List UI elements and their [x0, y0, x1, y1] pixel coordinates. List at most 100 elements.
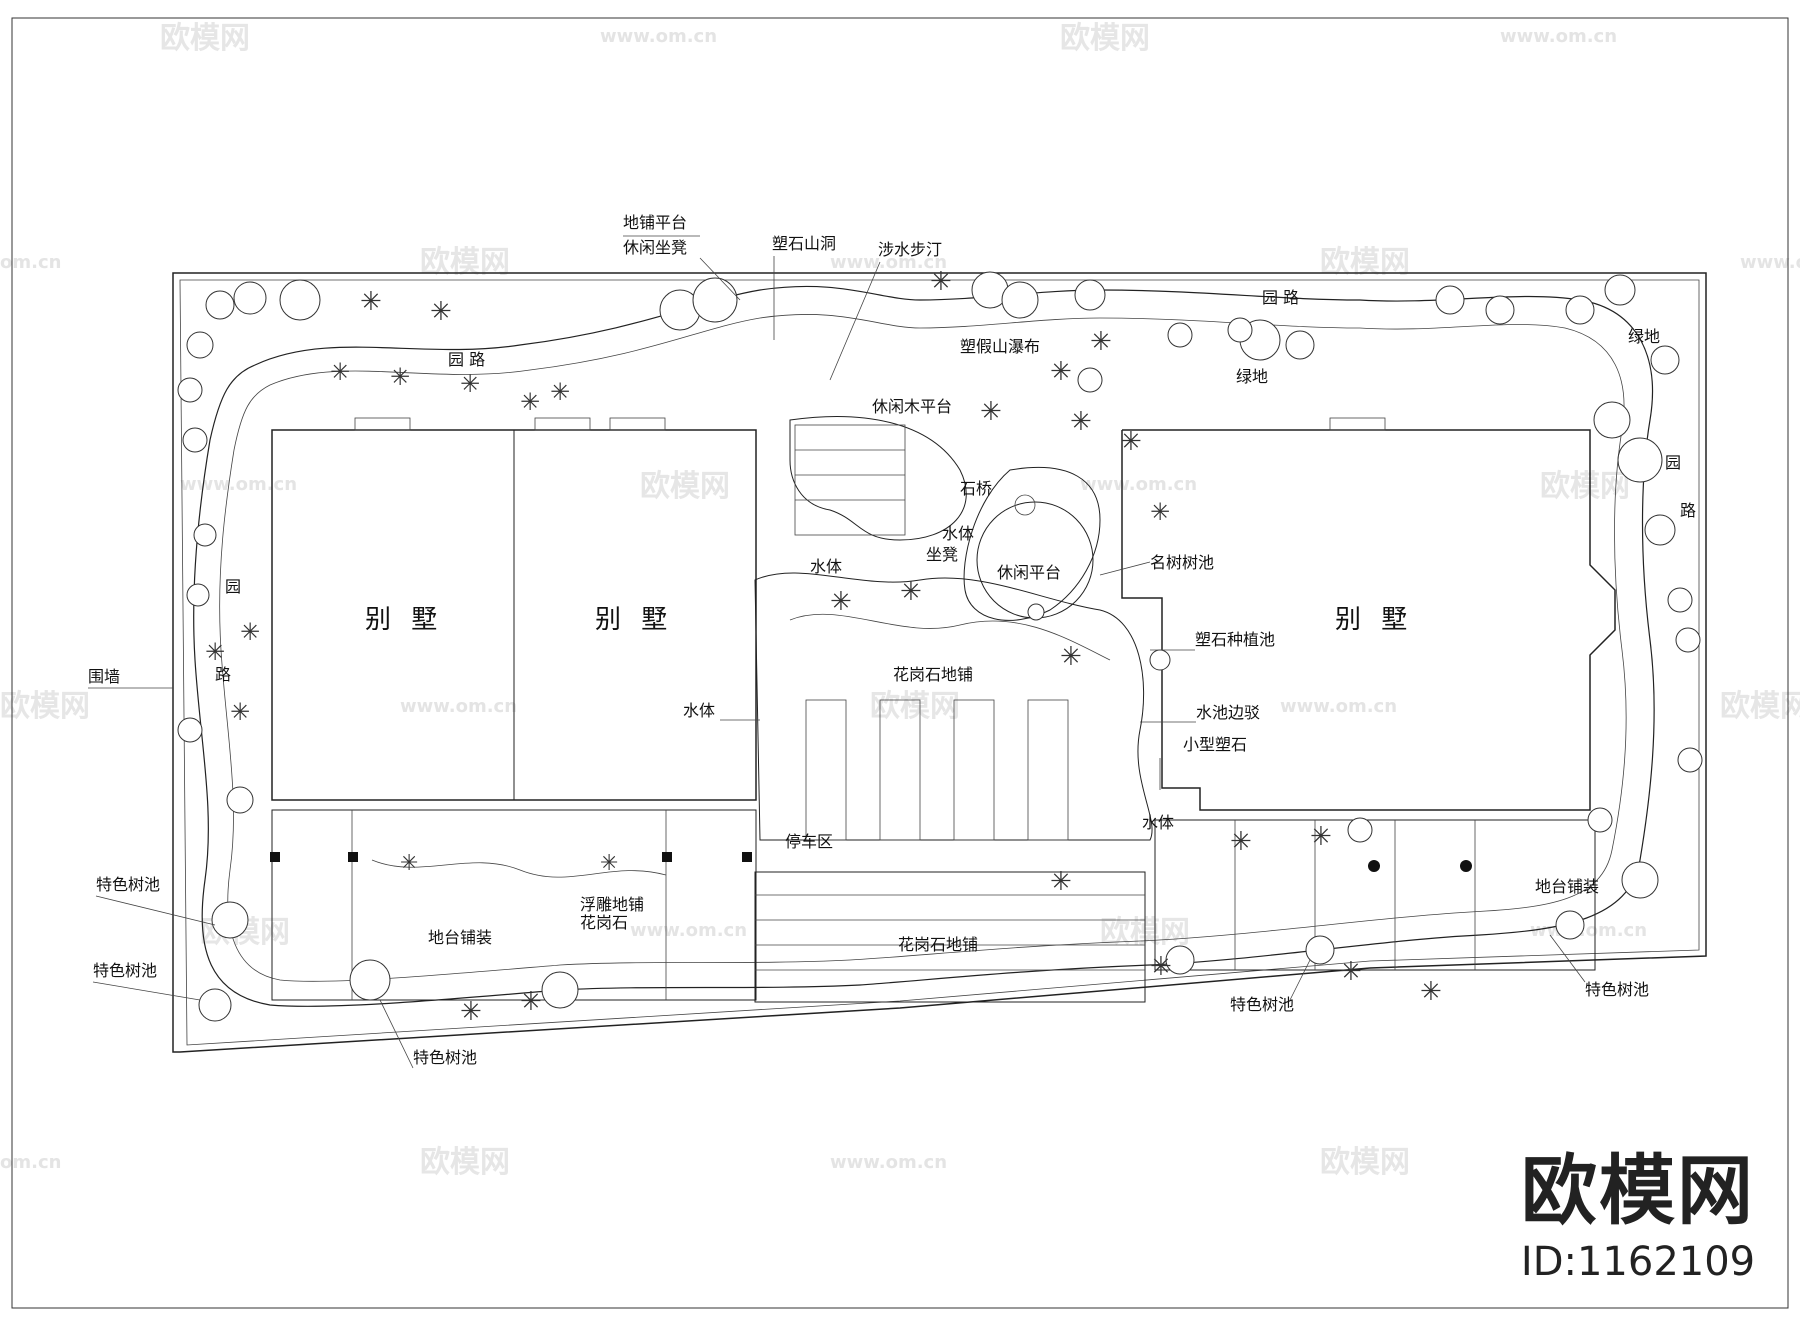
label-garden-path: 路 — [1680, 501, 1696, 520]
tree-icon — [279, 279, 321, 321]
palm-icon: ✳ — [1120, 427, 1142, 457]
tree-icon — [1667, 587, 1693, 613]
label-feature-tree-pool: 特色树池 — [93, 961, 157, 980]
palm-icon: ✳ — [1230, 827, 1252, 857]
watermark-url: www.om.cn — [1740, 252, 1800, 273]
label-water: 水体 — [683, 701, 715, 720]
tree-icon — [1077, 367, 1103, 393]
tree-icon — [1305, 935, 1335, 965]
tree-icon — [186, 583, 210, 607]
label-leisure-platform: 休闲平台 — [997, 563, 1061, 582]
brand-mark: 欧模网 ID:1162109 — [1518, 1148, 1758, 1286]
watermark-brand: 欧模网 — [420, 1145, 510, 1180]
label-relief-paving: 浮雕地铺 — [580, 895, 644, 914]
label-water: 水体 — [1142, 813, 1174, 832]
watermark-brand: 欧模网 — [1320, 245, 1410, 280]
drawing-frame — [11, 17, 1789, 1309]
label-water: 水体 — [810, 557, 842, 576]
palm-icon: ✳ — [1070, 407, 1092, 437]
palm-icon: ✳ — [240, 618, 260, 646]
label-green-land: 绿地 — [1628, 327, 1660, 346]
label-green-land: 绿地 — [1236, 367, 1268, 386]
palm-icon: ✳ — [230, 698, 250, 726]
label-water: 水体 — [942, 524, 974, 543]
watermark-brand: 欧模网 — [640, 469, 730, 504]
watermark-url: www.om.cn — [830, 1152, 947, 1173]
palm-icon: ✳ — [1420, 977, 1442, 1007]
tree-icon — [1165, 945, 1195, 975]
palm-icon: ✳ — [520, 388, 540, 416]
label-small-rock: 小型塑石 — [1183, 735, 1247, 754]
bottom-paving — [270, 809, 1596, 1003]
tree-icon — [177, 377, 203, 403]
column-marker — [270, 852, 280, 862]
tree-icon — [1485, 295, 1515, 325]
tree-icon — [1650, 345, 1680, 375]
enclosure-wall — [172, 272, 1707, 1053]
tree-icon — [1677, 747, 1703, 773]
watermark-url: www.om.cn — [1280, 696, 1397, 717]
tree-icon — [1587, 807, 1613, 833]
watermark-url: www.om.cn — [1500, 26, 1617, 47]
watermark-brand: 欧模网 — [0, 689, 90, 724]
brand-name: 欧模网 — [1521, 1146, 1755, 1235]
tree-icon — [1227, 317, 1253, 343]
label-granite-paving: 花岗石地铺 — [893, 665, 973, 684]
watermark-url: www.om.cn — [1530, 920, 1647, 941]
tree-icon — [1644, 514, 1676, 546]
tree-icon — [198, 988, 232, 1022]
tree-icon — [1347, 817, 1373, 843]
tree-icon — [1285, 330, 1315, 360]
palm-icon: ✳ — [460, 997, 482, 1027]
villa-label: 别 墅 — [1335, 605, 1413, 635]
palm-icon: ✳ — [980, 397, 1002, 427]
tree-icon — [182, 427, 208, 453]
watermark-brand: 欧模网 — [1060, 21, 1150, 56]
tree-icon — [1027, 603, 1045, 621]
tree-icon — [1675, 627, 1701, 653]
label-feature-tree-pool: 特色树池 — [413, 1048, 477, 1067]
palm-icon: ✳ — [360, 287, 382, 317]
tree-icon — [1565, 295, 1595, 325]
label-stone-bridge: 石桥 — [960, 479, 992, 498]
palm-icon: ✳ — [900, 577, 922, 607]
central-water-feature — [754, 416, 1153, 841]
label-parking: 停车区 — [785, 832, 833, 851]
garden-path — [193, 285, 1655, 1007]
palm-icon: ✳ — [1310, 822, 1332, 852]
palm-icon: ✳ — [520, 987, 542, 1017]
watermark-url: www.om.cn — [1080, 474, 1197, 495]
palm-icon: ✳ — [600, 851, 618, 876]
palm-icon: ✳ — [330, 358, 350, 386]
palm-icon: ✳ — [830, 587, 852, 617]
palm-icon: ✳ — [930, 267, 952, 297]
tree-icon — [211, 901, 249, 939]
watermark-brand: 欧模网 — [420, 245, 510, 280]
tree-icon — [233, 281, 267, 315]
villa-label: 别 墅 — [595, 605, 673, 635]
tree-icon — [177, 717, 203, 743]
column-marker — [1368, 860, 1380, 872]
label-enclosure-wall: 围墙 — [88, 667, 120, 686]
palm-icon: ✳ — [1150, 952, 1172, 982]
label-leisure-bench: 休闲坐凳 — [623, 238, 687, 257]
villa-block-right — [1121, 417, 1616, 811]
label-feature-tree-pool: 特色树池 — [1585, 980, 1649, 999]
tree-icon — [1617, 437, 1663, 483]
label-stepping-stones: 涉水步汀 — [878, 240, 942, 259]
palm-icon: ✳ — [460, 370, 480, 398]
column-marker — [348, 852, 358, 862]
label-garden-path: 路 — [215, 665, 231, 684]
label-paved-platform: 地铺平台 — [623, 213, 687, 232]
palm-icon: ✳ — [1340, 957, 1362, 987]
label-feature-tree-pool: 特色树池 — [1230, 995, 1294, 1014]
palm-icon: ✳ — [550, 378, 570, 406]
watermark-brand: 欧模网 — [1720, 689, 1800, 724]
watermark-url: www.om.cn — [400, 696, 517, 717]
tree-icon — [205, 290, 235, 320]
label-rockery-waterfall: 塑假山瀑布 — [960, 337, 1040, 356]
palm-icon: ✳ — [1150, 498, 1170, 526]
label-layer: 别 墅 别 墅 别 墅 地铺平台 休闲坐凳 塑石山洞 涉水步汀 园 路 园 路 … — [88, 213, 1696, 1069]
column-marker — [1460, 860, 1472, 872]
